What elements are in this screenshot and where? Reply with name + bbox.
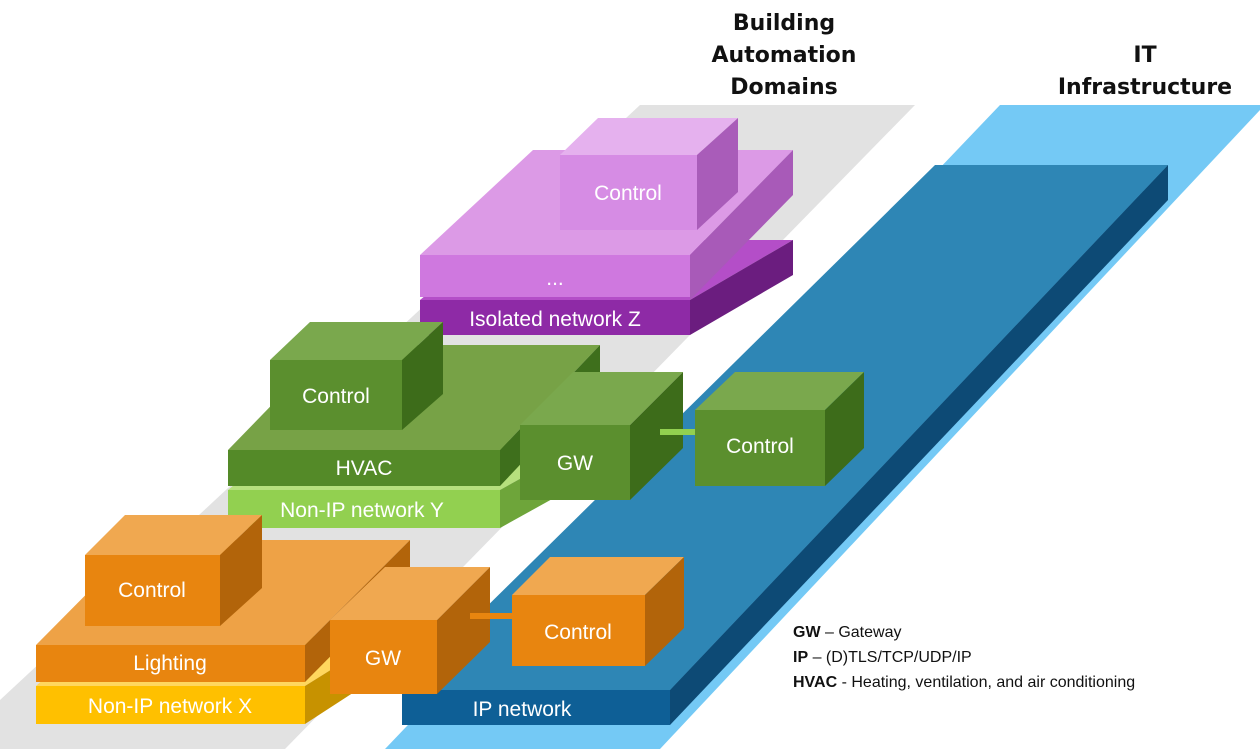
- legend-key-gw: GW: [793, 624, 821, 641]
- hvac-plate: [228, 450, 500, 486]
- legend-text-gw: – Gateway: [821, 624, 902, 641]
- lighting-control-label: Control: [118, 579, 186, 602]
- legend-item-gw: GW – Gateway: [793, 624, 901, 641]
- lighting-ip-control-label: Control: [544, 621, 612, 644]
- hvac-domain: Non-IP network Y HVAC Control GW Control: [228, 322, 864, 528]
- isolated-network-label: Isolated network Z: [469, 308, 641, 331]
- legend-item-hvac: HVAC - Heating, ventilation, and air con…: [793, 674, 1135, 691]
- lighting-domain-label: Lighting: [133, 652, 207, 675]
- lighting-network-label: Non-IP network X: [88, 695, 252, 718]
- ip-network-label: IP network: [473, 698, 572, 721]
- it-infrastructure-header: IT Infrastructure: [1058, 43, 1232, 100]
- hvac-gateway-box: [520, 425, 630, 500]
- lighting-ip-control-box: [512, 595, 645, 666]
- legend-item-ip: IP – (D)TLS/TCP/UDP/IP: [793, 649, 972, 666]
- lighting-control-box: [85, 555, 220, 626]
- hvac-network-slab: [228, 490, 500, 528]
- isolated-network-slab: [420, 300, 690, 335]
- hvac-control-box: [270, 360, 402, 430]
- lighting-domain: Non-IP network X Lighting Control GW Con…: [36, 515, 684, 724]
- hvac-control-label: Control: [302, 385, 370, 408]
- building-automation-title-line1: Building: [733, 11, 835, 36]
- legend: GW – Gateway IP – (D)TLS/TCP/UDP/IP HVAC…: [793, 624, 1135, 691]
- it-infrastructure-title-line2: Infrastructure: [1058, 75, 1232, 100]
- lighting-gateway-connector: [470, 613, 515, 619]
- building-automation-title-line2: Automation: [712, 43, 857, 68]
- isolated-domain: Isolated network Z ... Control: [420, 118, 793, 335]
- lighting-plate: [36, 645, 305, 682]
- legend-text-ip: – (D)TLS/TCP/UDP/IP: [808, 649, 972, 666]
- isolated-control-box: [560, 155, 697, 230]
- hvac-network-label: Non-IP network Y: [280, 499, 444, 522]
- it-infrastructure-title-line1: IT: [1133, 43, 1156, 68]
- hvac-ip-control-box: [695, 410, 825, 486]
- legend-key-ip: IP: [793, 649, 808, 666]
- lighting-gateway-label: GW: [365, 647, 401, 670]
- building-automation-header: Building Automation Domains: [712, 11, 857, 100]
- hvac-ip-control-label: Control: [726, 435, 794, 458]
- legend-key-hvac: HVAC: [793, 674, 838, 691]
- hvac-gateway-connector: [660, 429, 696, 435]
- lighting-gateway-box: [330, 620, 437, 694]
- legend-text-hvac: - Heating, ventilation, and air conditio…: [837, 674, 1135, 691]
- hvac-gateway-label: GW: [557, 452, 593, 475]
- hvac-domain-label: HVAC: [336, 457, 393, 480]
- isolated-control-label: Control: [594, 182, 662, 205]
- isolated-ellipsis-label: ...: [546, 267, 564, 290]
- lighting-network-slab: [36, 686, 305, 724]
- isolated-ellipsis-plate: [420, 255, 690, 297]
- building-automation-title-line3: Domains: [730, 75, 837, 100]
